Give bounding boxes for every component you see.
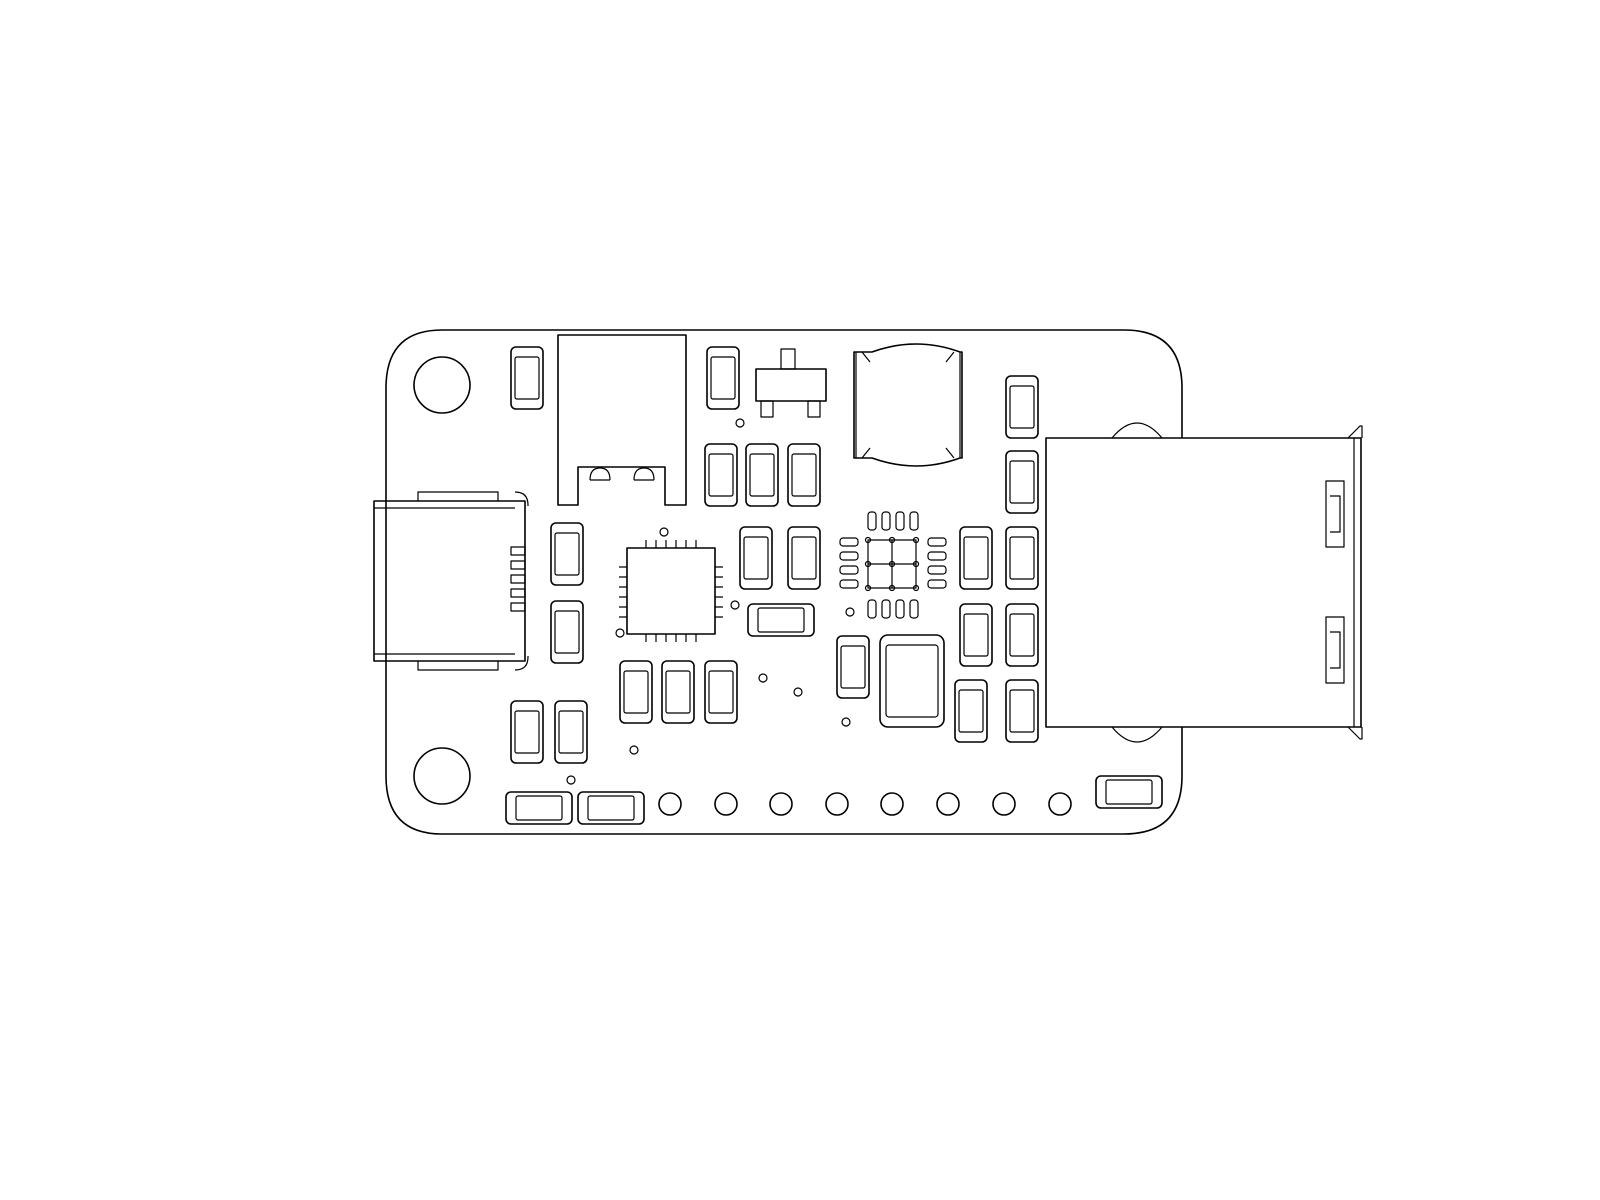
via xyxy=(793,687,803,697)
smd-capacitor-c2 xyxy=(706,346,740,410)
smd-capacitor-c19 xyxy=(704,660,738,724)
smd-capacitor-c1 xyxy=(510,346,544,410)
smd-capacitor-c8 xyxy=(550,522,584,586)
usb-a-receptacle xyxy=(1045,422,1363,743)
via xyxy=(659,527,669,537)
via xyxy=(845,607,855,617)
header-hole-8 xyxy=(1048,792,1072,816)
smd-resistor-r3 xyxy=(577,791,645,825)
header-hole-2 xyxy=(714,792,738,816)
round-inductor xyxy=(853,343,963,467)
smd-capacitor-c21 xyxy=(1005,679,1039,743)
via xyxy=(629,745,639,755)
smd-capacitor-c18 xyxy=(661,660,695,724)
via xyxy=(758,673,768,683)
smd-capacitor-c6 xyxy=(787,443,821,507)
bga-package xyxy=(839,511,947,619)
mounting-hole-top-left xyxy=(413,356,471,414)
via xyxy=(841,717,851,727)
sot23-transistor xyxy=(755,348,827,418)
smd-capacitor-c3 xyxy=(1005,375,1039,439)
power-inductor xyxy=(879,634,945,728)
board-outline xyxy=(385,329,1183,835)
smd-capacitor-c4 xyxy=(704,443,738,507)
smd-resistor-r2 xyxy=(505,791,573,825)
smd-capacitor-c14 xyxy=(959,603,993,667)
via xyxy=(615,628,625,638)
via xyxy=(566,775,576,785)
qfn-ic xyxy=(619,540,723,642)
smd-capacitor-c15 xyxy=(1005,603,1039,667)
smd-resistor-r1 xyxy=(747,603,815,637)
via xyxy=(730,600,740,610)
smd-capacitor-c22 xyxy=(510,700,544,764)
smd-resistor-r4 xyxy=(1095,775,1163,809)
smd-capacitor-c12 xyxy=(1005,526,1039,590)
header-hole-6 xyxy=(936,792,960,816)
header-hole-7 xyxy=(992,792,1016,816)
smd-capacitor-c5 xyxy=(745,443,779,507)
smd-capacitor-c17 xyxy=(619,660,653,724)
smd-capacitor-c20 xyxy=(954,679,988,743)
header-hole-5 xyxy=(880,792,904,816)
smd-capacitor-c7 xyxy=(1005,450,1039,514)
smd-capacitor-c9 xyxy=(739,526,773,590)
mounting-hole-bottom-left xyxy=(413,747,471,805)
smd-capacitor-c23 xyxy=(554,700,588,764)
header-hole-4 xyxy=(825,792,849,816)
module-footprint xyxy=(557,334,687,506)
header-hole-3 xyxy=(769,792,793,816)
header-hole-1 xyxy=(658,792,682,816)
smd-capacitor-c13 xyxy=(550,600,584,664)
micro-usb-connector xyxy=(373,491,529,671)
smd-capacitor-c16 xyxy=(836,635,870,699)
smd-capacitor-c10 xyxy=(787,526,821,590)
smd-capacitor-c11 xyxy=(959,526,993,590)
via xyxy=(735,418,745,428)
